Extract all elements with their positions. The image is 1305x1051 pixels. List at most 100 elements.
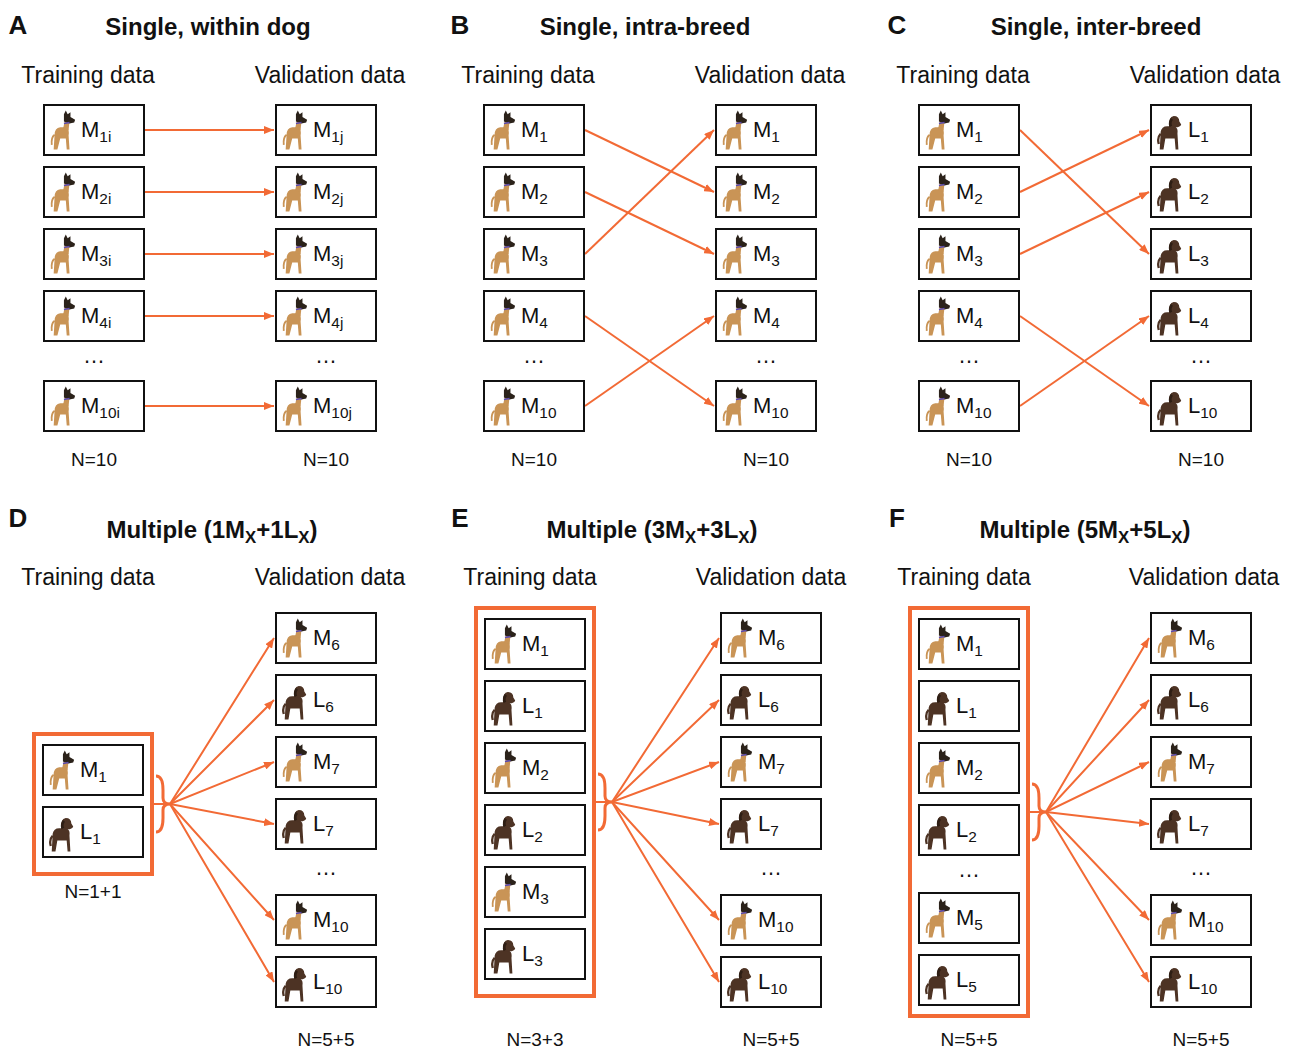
text-run: N=10	[1178, 449, 1224, 470]
text-run: A	[9, 10, 28, 40]
text-run: M	[81, 179, 99, 204]
subscript: 7	[331, 760, 340, 777]
dog-sample-box: M2	[484, 742, 586, 794]
panel-title: Multiple (5MX+5LX)	[979, 517, 1190, 543]
panel-letter: A	[9, 11, 28, 40]
dog-id: M4i	[81, 305, 111, 327]
dog-sample-box: L1	[1150, 104, 1252, 156]
subscript: 10	[771, 404, 788, 421]
malinois-picture	[493, 624, 517, 663]
subscript: 10	[776, 918, 793, 935]
subscript: 3j	[331, 252, 343, 269]
text-run: M	[80, 757, 98, 782]
malinois-picture	[284, 110, 308, 149]
subscript: 7	[770, 822, 779, 839]
text-run: Training data	[463, 564, 596, 590]
malinois-icon	[1156, 616, 1184, 660]
text-run: Training data	[21, 62, 154, 88]
malinois-icon	[489, 108, 517, 152]
assignment-arrow	[585, 130, 714, 254]
training-set-group: N=1+1M1L1	[32, 732, 154, 876]
text-run: L	[1188, 179, 1200, 204]
text-run: M	[758, 625, 776, 650]
text-run: M	[956, 303, 974, 328]
text-run: …	[315, 855, 337, 880]
text-run: Validation data	[696, 564, 846, 590]
subscript: 10	[325, 980, 342, 997]
text-run: Multiple (5M	[979, 516, 1118, 543]
dog-id: M6	[758, 627, 785, 649]
subscript: 3i	[99, 252, 111, 269]
dog-sample-box: M7	[720, 736, 822, 788]
malinois-picture	[284, 234, 308, 273]
labrador-picture	[1158, 302, 1181, 336]
text-run: L	[758, 969, 770, 994]
text-run: M	[81, 117, 99, 142]
text-run: L	[758, 687, 770, 712]
dog-sample-box: M3	[483, 228, 585, 280]
label: …	[1190, 344, 1212, 368]
malinois-picture	[284, 172, 308, 211]
dog-id: M2	[956, 757, 983, 779]
malinois-icon	[924, 170, 952, 214]
assignment-arrow	[145, 129, 274, 131]
text-run: L	[313, 969, 325, 994]
assignment-arrow	[145, 315, 274, 317]
text-run: M	[522, 879, 540, 904]
assignment-arrow	[154, 700, 274, 804]
malinois-icon	[489, 294, 517, 338]
malinois-icon	[489, 232, 517, 276]
subscript: 6	[1200, 698, 1209, 715]
malinois-picture	[927, 110, 951, 149]
subscript: 1	[539, 128, 548, 145]
dog-sample-box: M10i	[43, 380, 145, 432]
subscript: 10	[331, 918, 348, 935]
dog-id: M10	[956, 395, 991, 417]
dog-id: M2	[521, 181, 548, 203]
label: …	[83, 344, 105, 368]
subscript: 1	[98, 768, 107, 785]
panel-title: Single, within dog	[105, 14, 310, 40]
labrador-icon	[1156, 384, 1184, 428]
dog-id: M10	[758, 909, 793, 931]
subscript: 10	[974, 404, 991, 421]
dog-id: L1	[956, 695, 977, 717]
dog-id: M2j	[313, 181, 343, 203]
dog-id: M1i	[81, 119, 111, 141]
sample-count: N=5+5	[940, 1030, 997, 1051]
dog-sample-box: L4	[1150, 290, 1252, 342]
text-run: N=5+5	[297, 1029, 354, 1050]
malinois-icon	[489, 384, 517, 428]
malinois-picture	[729, 618, 753, 657]
assignment-arrow	[154, 638, 274, 804]
dog-sample-box: M3	[484, 866, 586, 918]
labrador-icon	[48, 810, 76, 854]
dog-id: M3j	[313, 243, 343, 265]
dog-sample-box: M1	[918, 618, 1020, 670]
panel-letter: C	[888, 11, 907, 40]
assignment-arrow	[596, 802, 719, 982]
malinois-picture	[52, 296, 76, 335]
malinois-picture	[724, 386, 748, 425]
text-run: M	[753, 117, 771, 142]
assignment-arrow	[1020, 130, 1149, 254]
labrador-picture	[926, 816, 949, 850]
dog-sample-box: M10	[720, 894, 822, 946]
subscript: 2	[771, 190, 780, 207]
text-run: Single, intra-breed	[540, 13, 751, 40]
text-run: M	[758, 907, 776, 932]
label: Training data	[21, 63, 154, 88]
text-run: N=5+5	[742, 1029, 799, 1050]
assignment-arrow	[596, 802, 719, 920]
dog-sample-box: M6	[1150, 612, 1252, 664]
dog-sample-box: L6	[1150, 674, 1252, 726]
labrador-icon	[1156, 170, 1184, 214]
subscript: 3	[539, 252, 548, 269]
labrador-icon	[924, 684, 952, 728]
dog-sample-box: L10	[720, 956, 822, 1008]
dog-id: L6	[758, 689, 779, 711]
text-run: M	[521, 303, 539, 328]
malinois-picture	[724, 234, 748, 273]
malinois-icon	[490, 870, 518, 914]
malinois-icon	[49, 170, 77, 214]
